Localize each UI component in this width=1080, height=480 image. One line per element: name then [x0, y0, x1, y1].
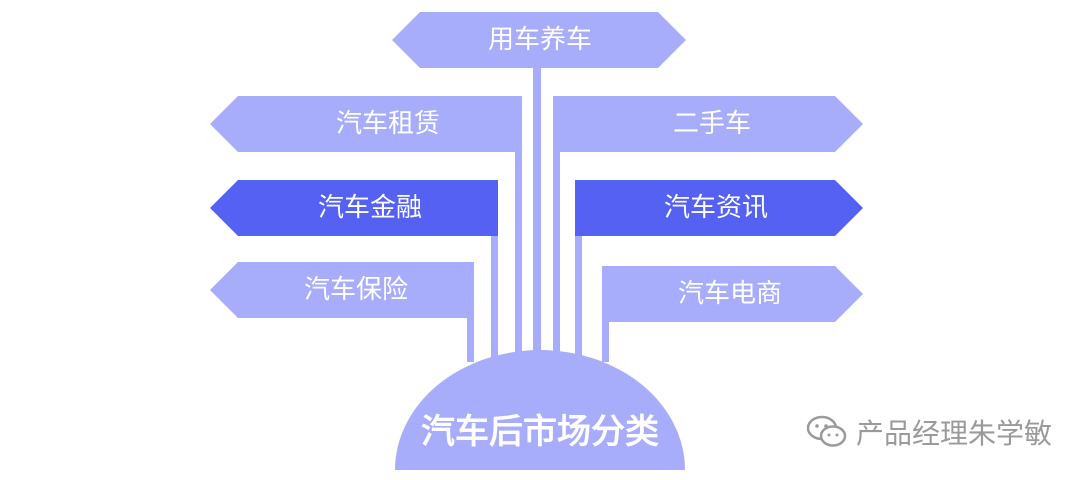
watermark: 产品经理朱学敏	[806, 412, 1052, 452]
sign-car-ecommerce: 汽车电商	[602, 266, 863, 322]
sign-label: 汽车电商	[678, 279, 782, 309]
sign-label: 用车养车	[488, 25, 592, 55]
connector-posts	[467, 58, 609, 362]
sign-car-insurance: 汽车保险	[210, 262, 474, 318]
sign-used-car: 二手车	[553, 96, 863, 152]
sign-car-news: 汽车资讯	[575, 180, 863, 236]
post-right-2	[553, 120, 560, 360]
sign-label: 汽车金融	[318, 193, 422, 223]
post-right-4	[602, 290, 609, 362]
hub-label: 汽车后市场分类	[421, 412, 659, 452]
sign-car-maintenance: 用车养车	[392, 12, 686, 68]
post-right-3	[575, 205, 582, 360]
sign-label: 汽车保险	[304, 275, 408, 305]
sign-label: 汽车资讯	[664, 193, 768, 223]
post-left-2	[515, 120, 522, 360]
sign-label: 汽车租赁	[336, 109, 440, 139]
hub-dome	[395, 350, 685, 470]
sign-label: 二手车	[673, 109, 751, 139]
sign-car-finance: 汽车金融	[210, 180, 498, 236]
post-left-4	[467, 290, 474, 362]
post-top	[533, 58, 541, 358]
post-left-3	[491, 205, 498, 360]
wechat-icon	[806, 415, 847, 447]
sign-car-rental: 汽车租赁	[210, 96, 522, 152]
watermark-text: 产品经理朱学敏	[856, 417, 1053, 450]
